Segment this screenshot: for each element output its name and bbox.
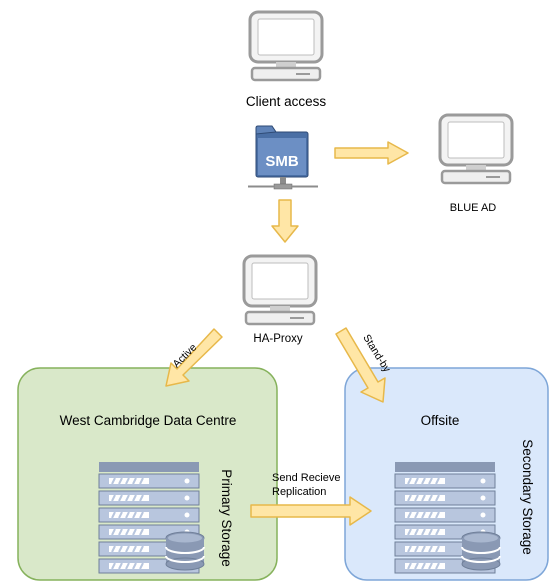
smb-folder-icon: [248, 125, 318, 190]
primary-storage-label: Primary Storage: [219, 469, 234, 567]
replication-label-line1: Send Recieve: [272, 472, 341, 484]
arrow-standby: [335, 327, 386, 403]
west-zone-title: West Cambridge Data Centre: [60, 413, 237, 428]
client-access-label: Client access: [246, 94, 327, 109]
blue-ad-label: BLUE AD: [450, 202, 497, 214]
client-computer-icon: [248, 10, 324, 82]
arrow-replication: [250, 496, 372, 526]
replication-label-line2: Replication: [272, 486, 326, 498]
offsite-zone-title: Offsite: [421, 413, 460, 428]
arrow-smb-to-haproxy: [271, 199, 299, 243]
haproxy-label: HA-Proxy: [253, 333, 302, 345]
arrow-smb-to-blue-ad: [334, 141, 409, 165]
secondary-database-icon: [461, 531, 501, 571]
arrow-active: [165, 328, 223, 387]
haproxy-computer-icon: [242, 254, 318, 326]
primary-database-icon: [165, 531, 205, 571]
smb-badge-label: SMB: [265, 153, 299, 170]
blue-ad-computer-icon: [438, 113, 514, 185]
secondary-storage-label: Secondary Storage: [520, 439, 535, 555]
